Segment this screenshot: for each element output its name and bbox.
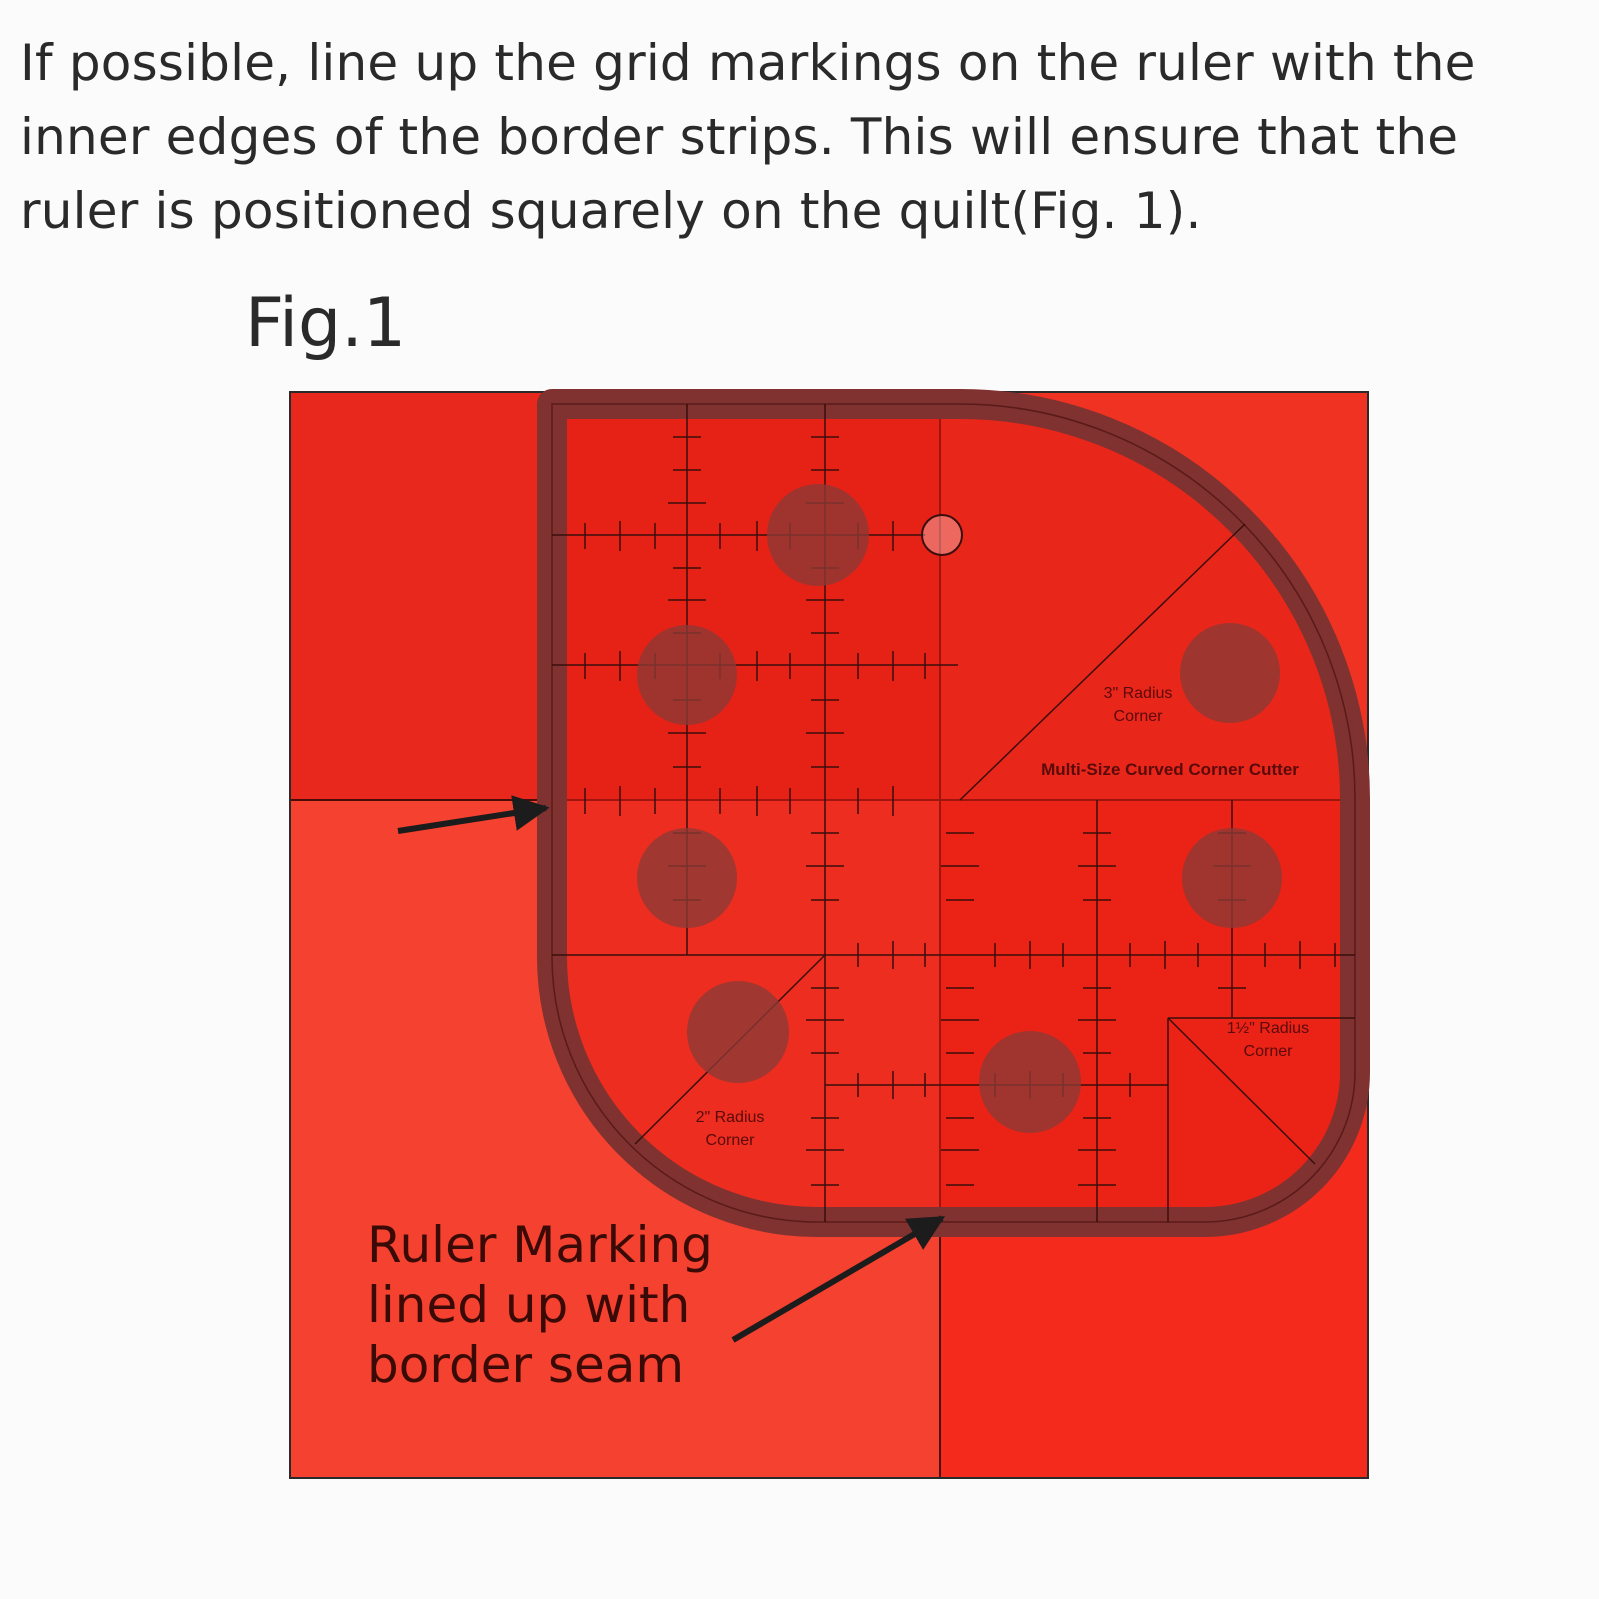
grip-dot: [979, 1031, 1081, 1133]
callout-line-2: lined up with: [367, 1276, 690, 1334]
grip-dot: [637, 625, 737, 725]
intro-paragraph: If possible, line up the grid markings o…: [20, 34, 1476, 240]
ruler-outline: [551, 403, 1356, 1223]
grip-dot: [687, 981, 789, 1083]
corner-3in-label-line1: 3" Radius: [1104, 685, 1173, 702]
corner-2in-label-line2: Corner: [706, 1132, 756, 1149]
diagonal-1-5in-corner: [1167, 1017, 1316, 1165]
callout-line-1: Ruler Marking: [367, 1216, 713, 1274]
grip-dot: [1180, 623, 1280, 723]
corner-3in-label-line2: Corner: [1114, 708, 1164, 725]
corner-2in-label-line1: 2" Radius: [696, 1109, 765, 1126]
grip-dot: [637, 828, 737, 928]
corner-1-5in-label-line1: 1½" Radius: [1227, 1020, 1309, 1037]
grip-dot: [1182, 828, 1282, 928]
callout-line-3: border seam: [367, 1336, 684, 1394]
diagonal-3in-corner: [959, 523, 1246, 801]
arrow-to-inner-edge: [397, 795, 550, 834]
ruler-hanging-hole: [921, 514, 963, 556]
arrow-to-border-seam: [731, 1215, 946, 1343]
ruler-grip-dots: [637, 484, 1282, 1133]
ruler-product-name: Multi-Size Curved Corner Cutter: [1041, 760, 1299, 779]
curved-corner-ruler: 3" Radius Corner Multi-Size Curved Corne…: [537, 389, 1370, 1237]
grip-dot: [767, 484, 869, 586]
figure-label: Fig.1: [245, 284, 407, 363]
corner-1-5in-label-line2: Corner: [1244, 1043, 1294, 1060]
